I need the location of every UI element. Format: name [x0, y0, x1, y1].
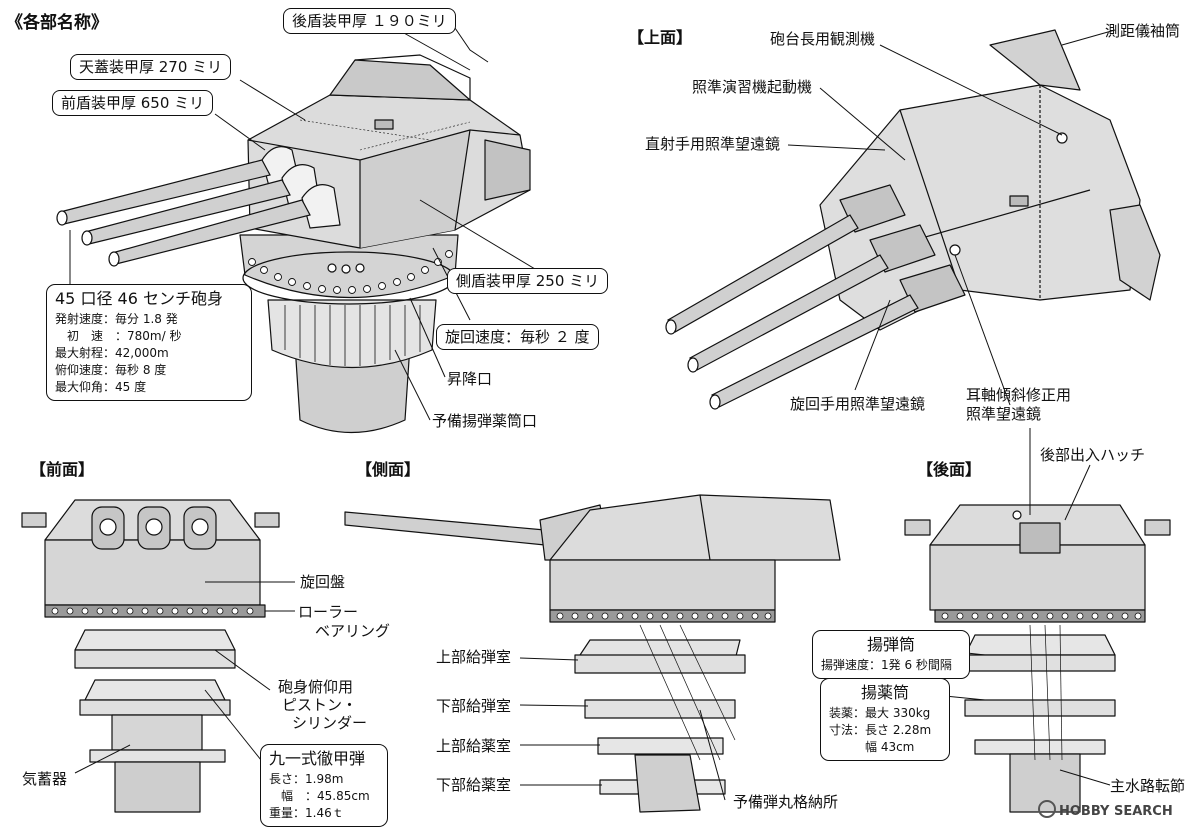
side-leaders: [519, 657, 726, 801]
piston-label-2: ピストン・: [282, 696, 358, 714]
watermark: HOBBY SEARCH: [1038, 800, 1173, 819]
powder-spec-box: 揚薬筒 装薬：最大 330kg 寸法：長さ 2.28m 幅 43cm: [820, 678, 950, 761]
powder-spec-row: 寸法：長さ 2.28m: [829, 723, 932, 737]
top-leaders: [787, 29, 1116, 406]
front-view-illustration: [21, 499, 280, 813]
front-shield-label: 前盾装甲厚 650 ミリ: [52, 90, 214, 116]
side-shield-label: 側盾装甲厚 250 ミリ: [447, 268, 609, 294]
gun-spec-row: 初 速 ：780m/ 秒: [55, 329, 182, 343]
rear-shield-label: 後盾装甲厚 １９０ミリ: [283, 8, 456, 34]
watermark-text: HOBBY SEARCH: [1059, 804, 1173, 819]
trunnion-scope-label-1: 耳軸傾斜修正用: [966, 386, 1072, 404]
main-turret-barrels: [56, 159, 311, 267]
upper-powder-room-label: 上部給薬室: [436, 737, 512, 755]
observer-label: 砲台長用観測機: [770, 30, 876, 48]
roller-label-2: ベアリング: [315, 622, 391, 640]
accumulator-label: 気蓄器: [22, 770, 68, 788]
main-leaders: [69, 27, 546, 421]
water-joint-label: 主水路転節: [1110, 777, 1186, 795]
piston-label-1: 砲身俯仰用: [278, 678, 354, 696]
turntable-label: 旋回盤: [300, 573, 346, 591]
trunnion-scope-label-2: 照準望遠鏡: [966, 405, 1042, 423]
rear-hatch-label: 後部出入ハッチ: [1040, 446, 1146, 464]
direct-scope-label: 直射手用照準望遠鏡: [645, 135, 781, 153]
lower-shell-room-label: 下部給弾室: [436, 697, 512, 715]
gun-spec-box: 45 口径 46 センチ砲身 発射速度：毎分 1.8 発 初 速 ：780m/ …: [46, 284, 252, 401]
lower-powder-room-label: 下部給薬室: [436, 776, 512, 794]
gun-spec-head: 45 口径 46 センチ砲身: [55, 289, 223, 308]
shell-spec-row: 幅 ：45.85cm: [269, 789, 370, 803]
train-scope-label: 旋回手用照準望遠鏡: [790, 395, 926, 413]
powder-spec-row: 幅 43cm: [829, 740, 915, 754]
upper-shell-room-label: 上部給弾室: [436, 648, 512, 666]
section-top: 【上面】: [628, 28, 693, 47]
rangefinder-label: 測距儀袖筒: [1105, 22, 1181, 40]
hatch-label: 昇降口: [447, 370, 493, 388]
side-view-illustration: [344, 494, 841, 813]
powder-spec-head: 揚薬筒: [860, 683, 909, 702]
watermark-logo-icon: [1038, 800, 1056, 818]
rotation-speed-label: 旋回速度：毎秒 ２ 度: [436, 324, 599, 350]
hoist-spec-row: 揚弾速度：1発 6 秒間隔: [821, 658, 952, 672]
top-view-barrels: [665, 214, 919, 410]
roller-label-1: ローラー: [298, 603, 359, 621]
spare-storage-label: 予備弾丸格納所: [733, 793, 839, 811]
section-front: 【前面】: [30, 460, 95, 479]
gun-spec-row: 発射速度：毎分 1.8 発: [55, 312, 178, 326]
piston-label-3: シリンダー: [292, 714, 368, 732]
gun-spec-row: 最大仰角：45 度: [55, 380, 147, 394]
front-leaders: [74, 581, 295, 774]
shell-spec-row: 重量：1.46ｔ: [269, 806, 344, 820]
roof-armor-label: 天蓋装甲厚 270 ミリ: [70, 54, 232, 80]
main-turret-illustration: [239, 54, 531, 433]
section-side: 【側面】: [356, 460, 421, 479]
powder-spec-row: 装薬：最大 330kg: [829, 706, 931, 720]
hoist-spec-box: 揚弾筒 揚弾速度：1発 6 秒間隔: [812, 630, 970, 679]
spare-powder-label: 予備揚弾薬筒口: [432, 412, 538, 430]
top-view-illustration: [819, 29, 1161, 331]
shell-spec-row: 長さ：1.98m: [269, 772, 344, 786]
gun-spec-row: 最大射程：42,000m: [55, 346, 169, 360]
page-title: 《各部名称》: [6, 13, 108, 33]
rear-view-illustration: [904, 504, 1171, 813]
section-rear: 【後面】: [917, 460, 982, 479]
gun-spec-row: 俯仰速度：毎秒 8 度: [55, 363, 167, 377]
hoist-spec-head: 揚弾筒: [866, 635, 915, 654]
shell-spec-head: 九一式徹甲弾: [269, 749, 366, 768]
aim-practice-label: 照準演習機起動機: [692, 78, 813, 96]
shell-spec-box: 九一式徹甲弾 長さ：1.98m 幅 ：45.85cm 重量：1.46ｔ: [260, 744, 388, 827]
